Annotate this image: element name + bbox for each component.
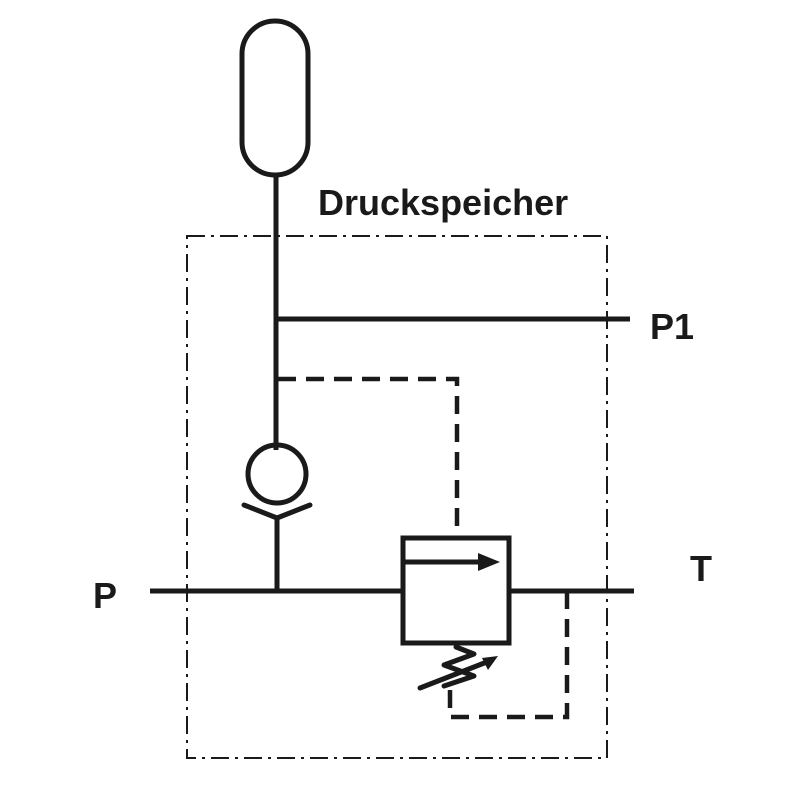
port-label-p1: P1 [650,306,694,347]
pressure-relief-valve-icon [400,535,512,646]
port-label-p: P [93,575,117,616]
pilot-line [278,376,460,538]
diagram-title: Druckspeicher [318,182,568,223]
adjustable-spring-icon [417,644,498,691]
check-valve-icon [241,442,313,521]
assembly-boundary [186,235,608,759]
port-label-t: T [690,548,712,589]
drain-line [447,591,570,720]
accumulator-icon [239,18,311,178]
